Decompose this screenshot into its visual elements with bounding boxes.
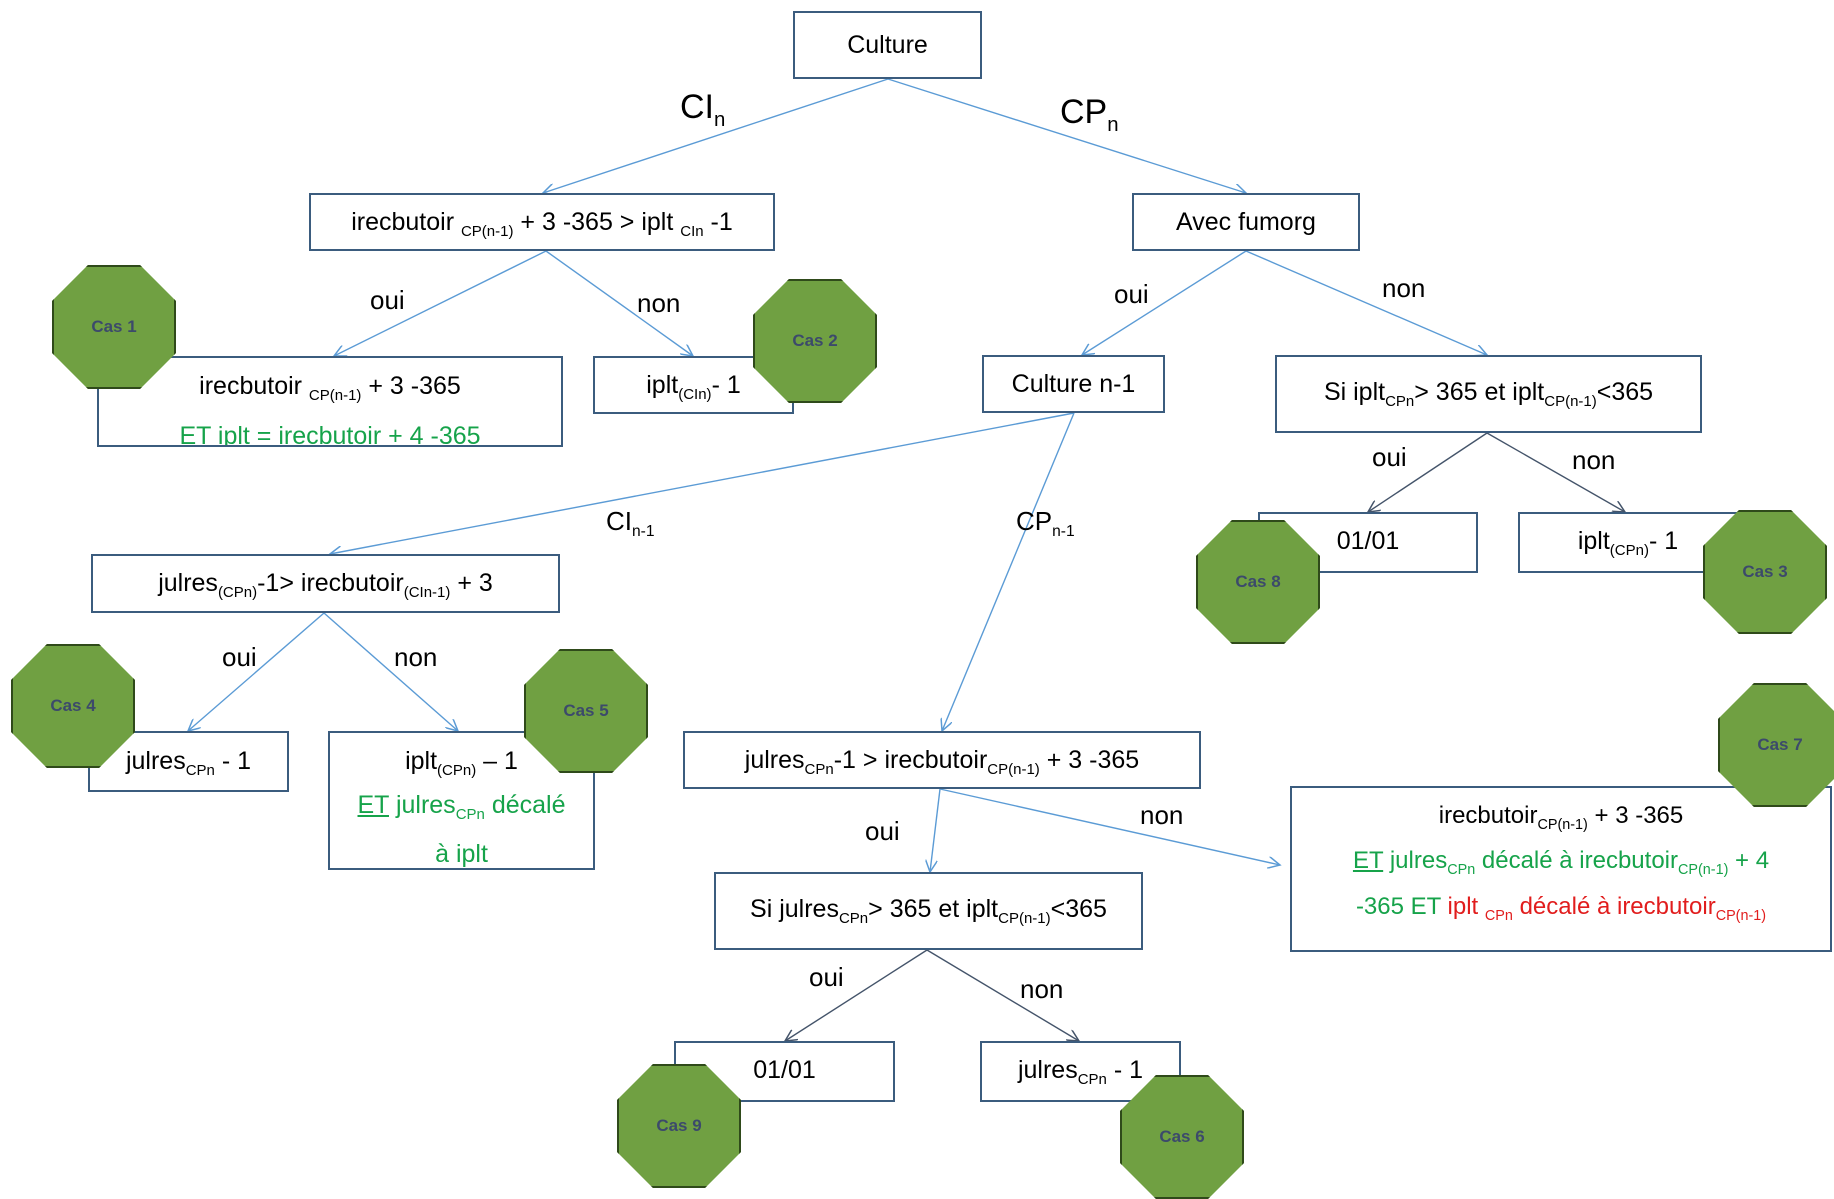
- cas5-line3: à iplt: [435, 839, 488, 868]
- label-ci-n: CIn: [680, 88, 726, 131]
- cas1-badge: Cas 1: [52, 265, 176, 389]
- cas8-label: Cas 8: [1235, 572, 1281, 591]
- culture-n1-node: Culture n-1: [982, 355, 1165, 413]
- condition-julres-node: julres(CPn)-1> irecbutoir(CIn-1) + 3: [91, 554, 560, 613]
- cas9-text: 01/01: [753, 1056, 816, 1084]
- condition-julres-text: julres(CPn)-1> irecbutoir(CIn-1) + 3: [158, 569, 493, 601]
- cas5-result-node: iplt(CPn) – 1 ET julresCPn décalé à iplt: [328, 731, 595, 870]
- edge-condci-non: [545, 250, 693, 356]
- edge-culture-ci: [543, 78, 889, 193]
- cas7-label: Cas 7: [1757, 735, 1803, 754]
- label-oui-ci: oui: [370, 285, 405, 315]
- cas2-label: Cas 2: [792, 331, 838, 350]
- cas4-badge: Cas 4: [11, 644, 135, 768]
- cas1-line1: irecbutoir CP(n-1) + 3 -365: [199, 372, 461, 404]
- edge-sijulres-non: [926, 949, 1079, 1041]
- cas9-label: Cas 9: [656, 1116, 702, 1135]
- label-non-condcp: non: [1140, 800, 1184, 830]
- edge-julres-non: [323, 612, 458, 731]
- cas1-line2: ET iplt = irecbutoir + 4 -365: [179, 422, 481, 447]
- label-cp-n1: CPn-1: [1016, 506, 1075, 541]
- label-oui-siiplt: oui: [1372, 442, 1407, 472]
- label-ci-n1: CIn-1: [606, 506, 655, 541]
- label-oui-fumorg: oui: [1114, 279, 1149, 309]
- cas5-line2: ET julresCPn décalé: [357, 791, 566, 824]
- cas7-line2: ET julresCPn décalé à irecbutoirCP(n-1) …: [1352, 847, 1770, 879]
- label-non-siiplt: non: [1572, 445, 1616, 475]
- edge-sijulres-oui: [785, 949, 928, 1041]
- si-julres-node: Si julresCPn> 365 et ipltCP(n-1)<365: [714, 872, 1143, 950]
- cas7-line1: irecbutoirCP(n-1) + 3 -365: [1438, 802, 1684, 833]
- si-iplt-node: Si ipltCPn> 365 et ipltCP(n-1)<365: [1275, 355, 1702, 433]
- cas6-badge: Cas 6: [1120, 1075, 1244, 1199]
- label-non-fumorg: non: [1382, 273, 1426, 303]
- edge-julres-oui: [188, 612, 325, 731]
- edge-condcp-non: [939, 788, 1280, 865]
- label-non-ci: non: [637, 288, 681, 318]
- cas5-label: Cas 5: [563, 701, 609, 720]
- edge-condci-oui: [334, 250, 547, 356]
- condition-ci-node: irecbutoir CP(n-1) + 3 -365 > iplt CIn -…: [309, 193, 775, 251]
- edge-fumorg-non: [1245, 250, 1487, 355]
- cas6-text: julresCPn - 1: [1017, 1056, 1144, 1088]
- cas1-result-node: irecbutoir CP(n-1) + 3 -365 ET iplt = ir…: [97, 356, 563, 447]
- label-oui-sijulres: oui: [809, 962, 844, 992]
- culture-text: Culture: [847, 31, 928, 59]
- edge-culturen1-cp: [942, 412, 1075, 731]
- cas3-text: iplt(CPn)- 1: [1577, 527, 1679, 559]
- cas7-badge: Cas 7: [1718, 683, 1834, 807]
- label-non-julres: non: [394, 642, 438, 672]
- label-cp-n: CPn: [1060, 93, 1119, 136]
- condition-ci-text: irecbutoir CP(n-1) + 3 -365 > iplt CIn -…: [351, 208, 733, 240]
- edge-siiplt-oui: [1368, 432, 1488, 512]
- cas1-label: Cas 1: [91, 317, 137, 336]
- avec-fumorg-text: Avec fumorg: [1176, 208, 1316, 236]
- edge-fumorg-oui: [1082, 250, 1247, 355]
- cas5-line1: iplt(CPn) – 1: [405, 747, 518, 779]
- cas8-badge: Cas 8: [1196, 520, 1320, 644]
- cas7-result-node: irecbutoirCP(n-1) + 3 -365 ET julresCPn …: [1290, 786, 1832, 952]
- condition-cp-node: julresCPn-1 > irecbutoirCP(n-1) + 3 -365: [683, 731, 1201, 789]
- edge-culturen1-ci: [330, 412, 1075, 554]
- cas8-text: 01/01: [1336, 527, 1400, 555]
- cas7-line3: -365 ET iplt CPn décalé à irecbutoirCP(n…: [1355, 892, 1767, 924]
- edge-culture-cp: [887, 78, 1246, 193]
- condition-cp-text: julresCPn-1 > irecbutoirCP(n-1) + 3 -365: [744, 746, 1140, 778]
- cas6-label: Cas 6: [1159, 1127, 1205, 1146]
- cas2-badge: Cas 2: [753, 279, 877, 403]
- label-oui-condcp: oui: [865, 816, 900, 846]
- edge-condcp-oui: [930, 788, 941, 872]
- cas9-badge: Cas 9: [617, 1064, 741, 1188]
- culture-n1-text: Culture n-1: [1011, 370, 1136, 398]
- label-non-sijulres: non: [1020, 974, 1064, 1004]
- culture-node: Culture: [793, 11, 982, 79]
- cas5-badge: Cas 5: [524, 649, 648, 773]
- avec-fumorg-node: Avec fumorg: [1132, 193, 1360, 251]
- label-oui-julres: oui: [222, 642, 257, 672]
- edge-siiplt-non: [1486, 432, 1625, 512]
- si-julres-text: Si julresCPn> 365 et ipltCP(n-1)<365: [750, 895, 1107, 927]
- cas2-text: iplt(CIn)- 1: [646, 371, 741, 403]
- si-iplt-text: Si ipltCPn> 365 et ipltCP(n-1)<365: [1323, 378, 1654, 410]
- cas4-text: julresCPn - 1: [125, 747, 252, 779]
- cas3-label: Cas 3: [1742, 562, 1788, 581]
- cas3-badge: Cas 3: [1703, 510, 1827, 634]
- cas4-label: Cas 4: [50, 696, 96, 715]
